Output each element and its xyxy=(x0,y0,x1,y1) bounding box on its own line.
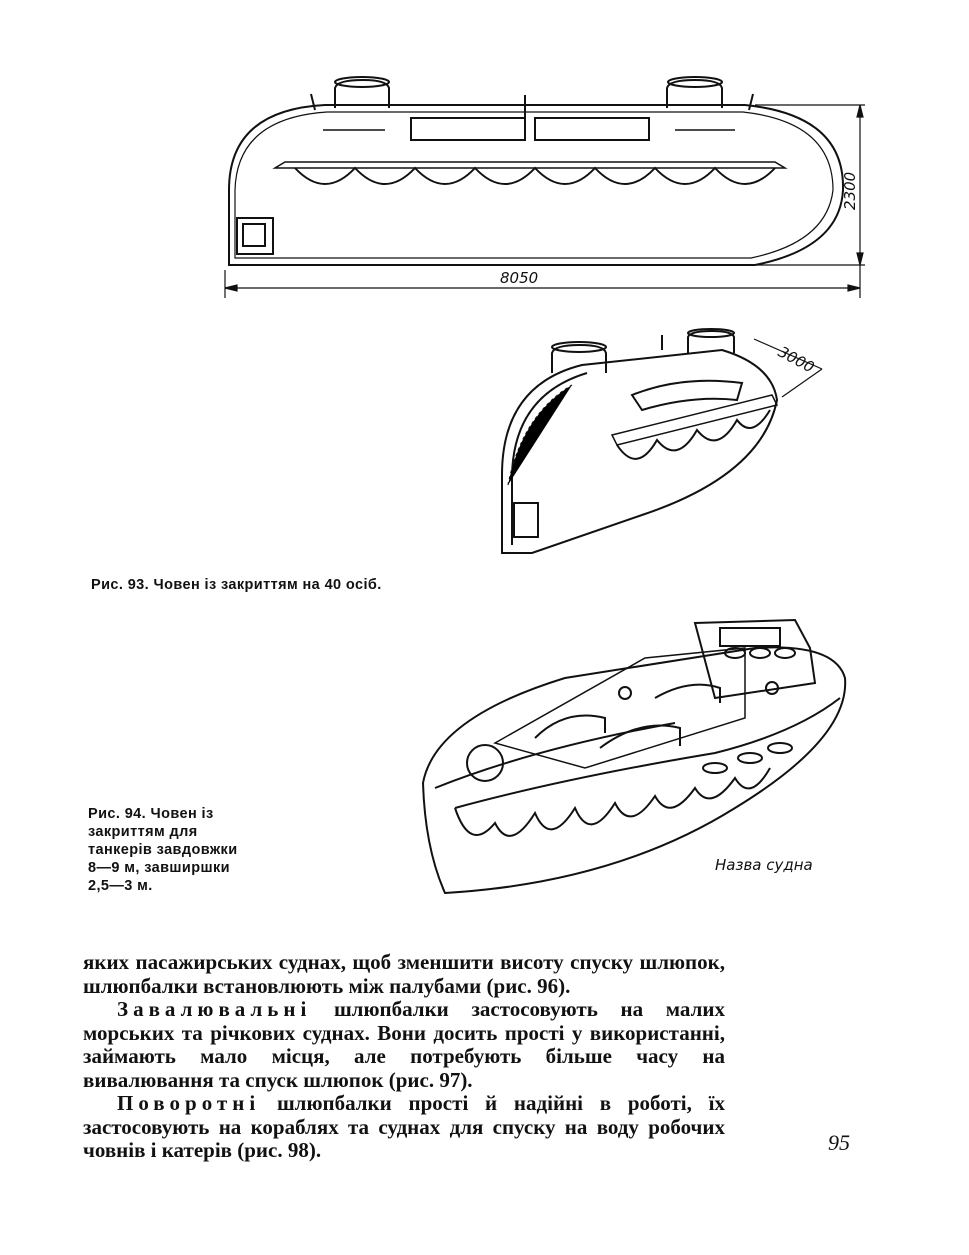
figure-94-caption-label: Рис. 94. xyxy=(88,806,147,822)
paragraph-1: яких пасажирських суднах, щоб зменшити в… xyxy=(83,950,725,998)
figure-94-caption-line-2: закриттям для xyxy=(88,824,198,840)
term-zavaliuvalni: Завалювальні xyxy=(117,997,312,1021)
page-number: 95 xyxy=(828,1130,850,1155)
figure-94-caption-line-5: 2,5—3 м. xyxy=(88,878,153,894)
figure-93-perspective: 3000 xyxy=(501,328,823,554)
paragraph-3-text: шлюпбалки прості й надійні в роботі, їх … xyxy=(83,1091,725,1162)
figure-94-caption-line-1: Рис. 94. Човен із xyxy=(88,805,238,823)
paragraph-2-text: шлюпбалки застосовують на малих морських… xyxy=(83,997,725,1092)
body-text: яких пасажирських суднах, щоб зменшити в… xyxy=(83,950,725,1163)
figure-94-caption-line-3: танкерів завдовжки xyxy=(88,842,238,858)
dimension-width: 3000 xyxy=(775,343,817,377)
figure-93-side-view: 8050 2300 xyxy=(224,76,865,298)
figure-94-caption-line-4: 8—9 м, завширшки xyxy=(88,860,230,876)
figure-94-caption: Рис. 94. Човен із закриттям для танкерів… xyxy=(88,805,238,895)
figure-94-caption-text-1: Човен із xyxy=(150,806,214,822)
figure-94-boat: Назва судна xyxy=(421,618,847,895)
hull-name-label: Назва судна xyxy=(715,856,813,874)
dimension-height: 2300 xyxy=(841,172,859,210)
term-povorotni: Поворотні xyxy=(117,1091,261,1115)
figure-93-caption-label: Рис. 93. xyxy=(91,577,150,593)
dimension-length: 8050 xyxy=(500,269,538,287)
figure-93-caption-text: Човен із закриттям на 40 осіб. xyxy=(153,577,382,593)
paragraph-2: Завалювальні шлюпбалки застосовують на м… xyxy=(83,997,725,1092)
paragraph-3: Поворотні шлюпбалки прості й надійні в р… xyxy=(83,1091,725,1163)
figure-93-caption: Рис. 93. Човен із закриттям на 40 осіб. xyxy=(91,577,382,593)
